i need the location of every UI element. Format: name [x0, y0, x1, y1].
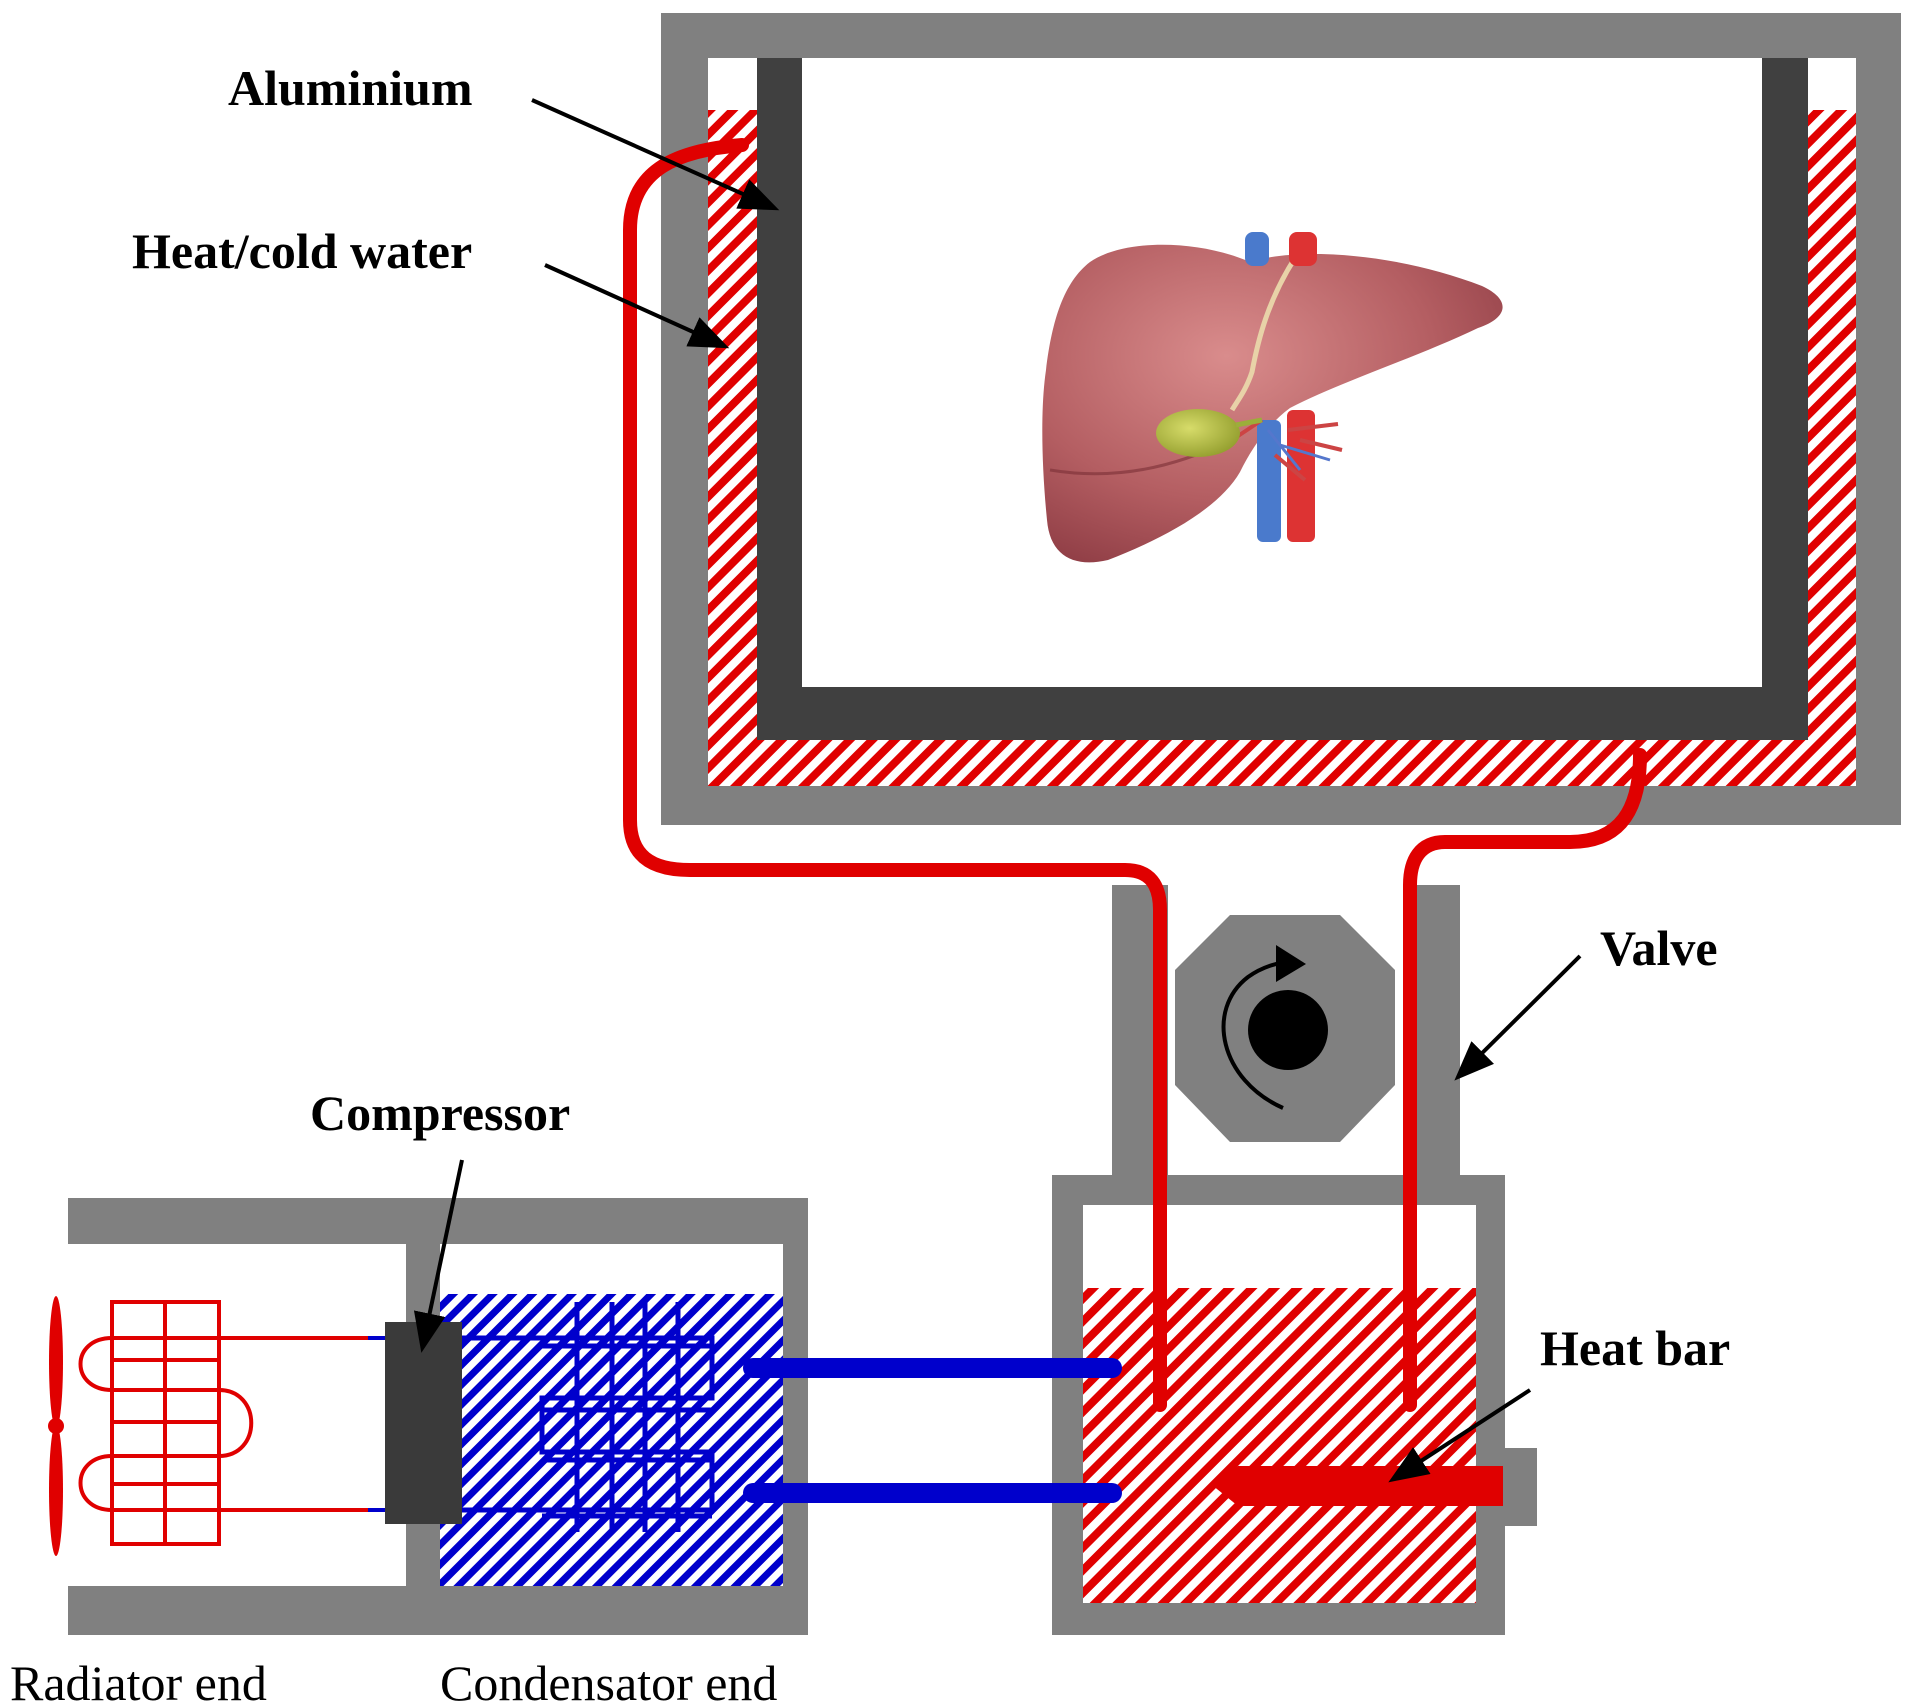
gallbladder [1156, 409, 1240, 457]
radiator-grid-lines [112, 1302, 219, 1544]
cold-tubing [743, 1358, 1122, 1503]
chamber-interior [708, 58, 1856, 786]
rotation-arrow-icon [1221, 960, 1293, 1110]
heat-bar-tank [1052, 1175, 1537, 1635]
heat-bar-arrow [1388, 1388, 1532, 1483]
radiator-blue-ends [368, 1336, 388, 1512]
heat-bar [1212, 1466, 1503, 1506]
leader-arrows [413, 98, 1582, 1483]
aorta-top [1289, 232, 1317, 266]
hepatic-vessels [1230, 418, 1343, 482]
liver-body [1042, 244, 1503, 563]
compressor [385, 1322, 462, 1524]
condensator-loops [460, 1335, 715, 1513]
fan-hub [48, 1418, 64, 1434]
vena-cava-lower [1257, 420, 1281, 542]
fan-icon [48, 1296, 64, 1556]
radiator-loops [78, 1336, 368, 1512]
label-radiator-end: Radiator end [10, 1655, 267, 1708]
condensator-grid [542, 1302, 712, 1532]
falciform-ligament [1229, 256, 1298, 412]
organ-chamber [661, 13, 1901, 825]
label-valve: Valve [1600, 920, 1718, 976]
rotation-arrowhead [1276, 945, 1306, 982]
liver-illustration [1042, 232, 1503, 563]
tank-water [1083, 1288, 1476, 1603]
hepatic-veins [1266, 429, 1331, 471]
label-condensator-end: Condensator end [440, 1655, 777, 1708]
vena-cava-top [1245, 232, 1269, 266]
fan-blade-top [49, 1296, 63, 1428]
valve-arrow [1454, 954, 1582, 1081]
fan-blade-bottom [49, 1424, 63, 1556]
return-tube [1403, 748, 1647, 1412]
aluminium-arrow [531, 98, 780, 211]
valve-assembly [1112, 885, 1460, 1185]
tank-side-port [1505, 1448, 1537, 1526]
label-heat-cold-water: Heat/cold water [132, 223, 472, 279]
radiator-chamber [68, 1244, 406, 1586]
cooling-unit [48, 1198, 808, 1635]
bile-duct [1235, 417, 1263, 428]
label-heat-bar: Heat bar [1540, 1320, 1730, 1376]
labels: Aluminium Heat/cold water Valve Compress… [10, 60, 1730, 1708]
heat-cold-water-arrow [544, 263, 730, 349]
compressor-arrow [413, 1159, 464, 1353]
condensator-coil [460, 1302, 715, 1532]
label-aluminium: Aluminium [228, 60, 473, 116]
valve-knob [1248, 990, 1328, 1070]
label-compressor: Compressor [310, 1085, 570, 1141]
radiator-coil [78, 1300, 368, 1546]
